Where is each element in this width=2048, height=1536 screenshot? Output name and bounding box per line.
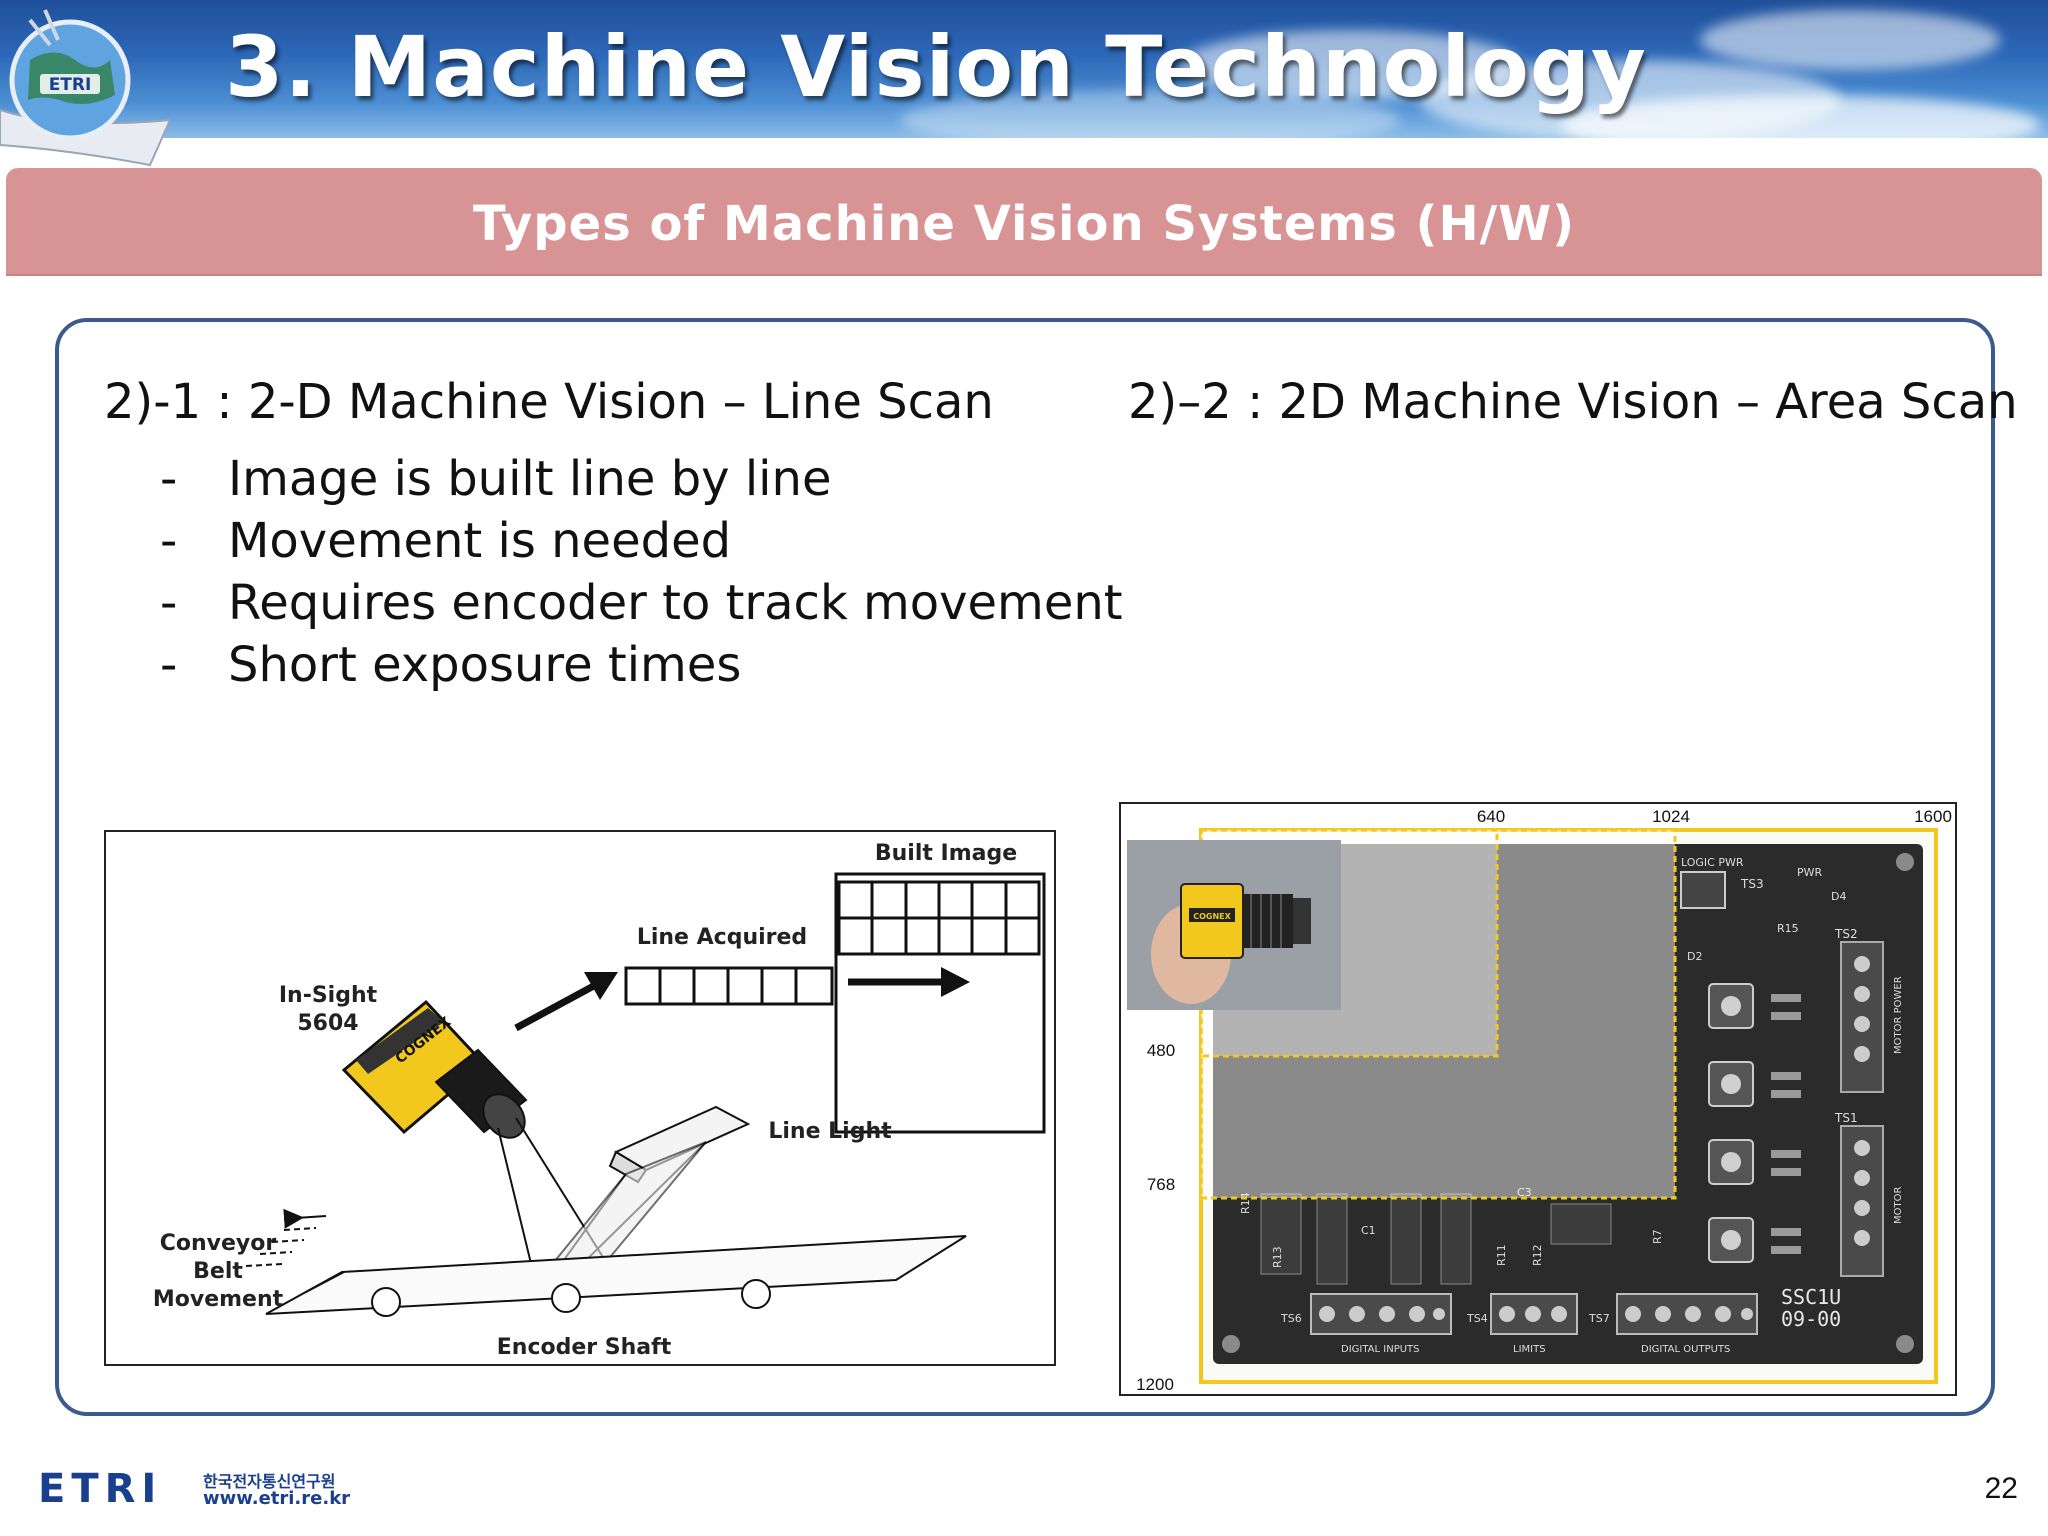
- page-number: 22: [1984, 1472, 2018, 1505]
- board-mount-holes: [1222, 853, 1914, 1353]
- section-subtitle: Types of Machine Vision Systems (H/W): [472, 196, 1576, 252]
- board-label-ts6: TS6: [1280, 1312, 1302, 1325]
- area-scan-camera-photo: COGNEX: [1127, 840, 1341, 1010]
- header-logo-text: ETRI: [49, 75, 92, 95]
- board-label-ts1: TS1: [1834, 1111, 1858, 1125]
- scale-x-640: 640: [1477, 807, 1505, 826]
- board-label-r11: R11: [1495, 1244, 1508, 1266]
- board-model-line-2: 09-00: [1781, 1307, 1841, 1331]
- area-scan-heading: 2)–2 : 2D Machine Vision – Area Scan: [1128, 374, 2018, 430]
- board-label-logic-pwr: LOGIC PWR: [1681, 856, 1744, 869]
- header-banner: 3. Machine Vision Technology: [0, 0, 2048, 138]
- line-scan-camera: COGNEX: [341, 999, 528, 1139]
- board-label-c1: C1: [1361, 1224, 1376, 1237]
- board-label-r12: R12: [1531, 1244, 1544, 1266]
- board-label-ts7: TS7: [1588, 1312, 1610, 1325]
- board-label-ts4: TS4: [1466, 1312, 1488, 1325]
- acquire-arrow: [514, 978, 603, 1032]
- page-title: 3. Machine Vision Technology: [225, 18, 1647, 116]
- terminal-block-ts2: [1840, 941, 1884, 1093]
- board-label-d4: D4: [1831, 890, 1846, 903]
- logic-pwr-connector: [1680, 871, 1726, 909]
- scale-y-1200: 1200: [1136, 1375, 1174, 1394]
- board-label-r15: R15: [1777, 922, 1799, 935]
- board-label-limits: LIMITS: [1513, 1344, 1546, 1355]
- bullet-item: -Short exposure times: [160, 637, 742, 693]
- line-light-label: Line Light: [768, 1119, 892, 1144]
- bullet-item: -Movement is needed: [160, 513, 732, 569]
- line-acquired-strip: [624, 966, 834, 1006]
- scale-y-480: 480: [1147, 1041, 1175, 1060]
- footer-org-name: 한국전자통신연구원: [203, 1472, 336, 1491]
- conveyor-belt: [265, 1235, 967, 1315]
- board-label-ts2: TS2: [1834, 927, 1858, 941]
- board-label-c3: C3: [1517, 1186, 1532, 1199]
- board-label-r13: R13: [1271, 1246, 1284, 1268]
- camera-model-label-2: 5604: [297, 1011, 358, 1036]
- built-image-frame: [834, 872, 1046, 1134]
- board-model-line-1: SSC1U: [1781, 1285, 1841, 1309]
- area-camera-brand: COGNEX: [1193, 912, 1231, 921]
- camera-model-label-1: In-Sight: [279, 983, 378, 1008]
- conveyor-label-1: Conveyor: [160, 1231, 277, 1256]
- encoder-shaft-label: Encoder Shaft: [497, 1335, 672, 1360]
- line-scan-diagram: Built Image Line Acquired In-Sight 5604: [104, 830, 1056, 1366]
- built-image-grid: [837, 880, 1041, 956]
- footer-etri-logo: ETRI: [38, 1466, 163, 1512]
- belt-motion-arrows: [245, 1208, 327, 1267]
- built-image-label: Built Image: [875, 841, 1017, 866]
- conveyor-rollers: [371, 1279, 771, 1317]
- etri-globe-logo: ETRI: [0, 9, 170, 167]
- footer-url: www.etri.re.kr: [203, 1488, 351, 1509]
- board-label-ts3: TS3: [1740, 877, 1764, 891]
- board-label-pwr: PWR: [1797, 866, 1823, 879]
- board-label-r7: R7: [1651, 1229, 1664, 1244]
- line-acquired-label: Line Acquired: [637, 925, 807, 950]
- line-scan-heading: 2)-1 : 2-D Machine Vision – Line Scan: [104, 374, 994, 430]
- scale-x-1600: 1600: [1914, 807, 1952, 826]
- terminal-block-ts1: [1840, 1125, 1884, 1277]
- board-label-motor: MOTOR: [1893, 1187, 1904, 1224]
- conveyor-label-2: Belt: [193, 1259, 243, 1284]
- bottom-terminal-screws: [1319, 1306, 1753, 1322]
- conveyor-label-3: Movement: [153, 1287, 284, 1312]
- ic-chips: [1260, 1193, 1612, 1285]
- resistors: [1771, 994, 1801, 1254]
- scale-x-1024: 1024: [1652, 807, 1690, 826]
- line-scan-bullets: -Image is built line by line -Movement i…: [160, 448, 1123, 696]
- transistor-screws: [1721, 996, 1741, 1250]
- board-label-d2: D2: [1687, 950, 1702, 963]
- board-label-motor-power: MOTOR POWER: [1893, 976, 1904, 1054]
- scale-y-768: 768: [1147, 1175, 1175, 1194]
- bullet-item: -Image is built line by line: [160, 451, 832, 507]
- bullet-item: -Requires encoder to track movement: [160, 575, 1123, 631]
- board-label-digital-inputs: DIGITAL INPUTS: [1341, 1344, 1420, 1355]
- board-label-digital-outputs: DIGITAL OUTPUTS: [1641, 1344, 1730, 1355]
- area-scan-diagram: 640 1024 1600 480 768 1200 TS2 TS1 MOTOR…: [1119, 802, 1957, 1396]
- subtitle-bar: Types of Machine Vision Systems (H/W): [6, 168, 2042, 276]
